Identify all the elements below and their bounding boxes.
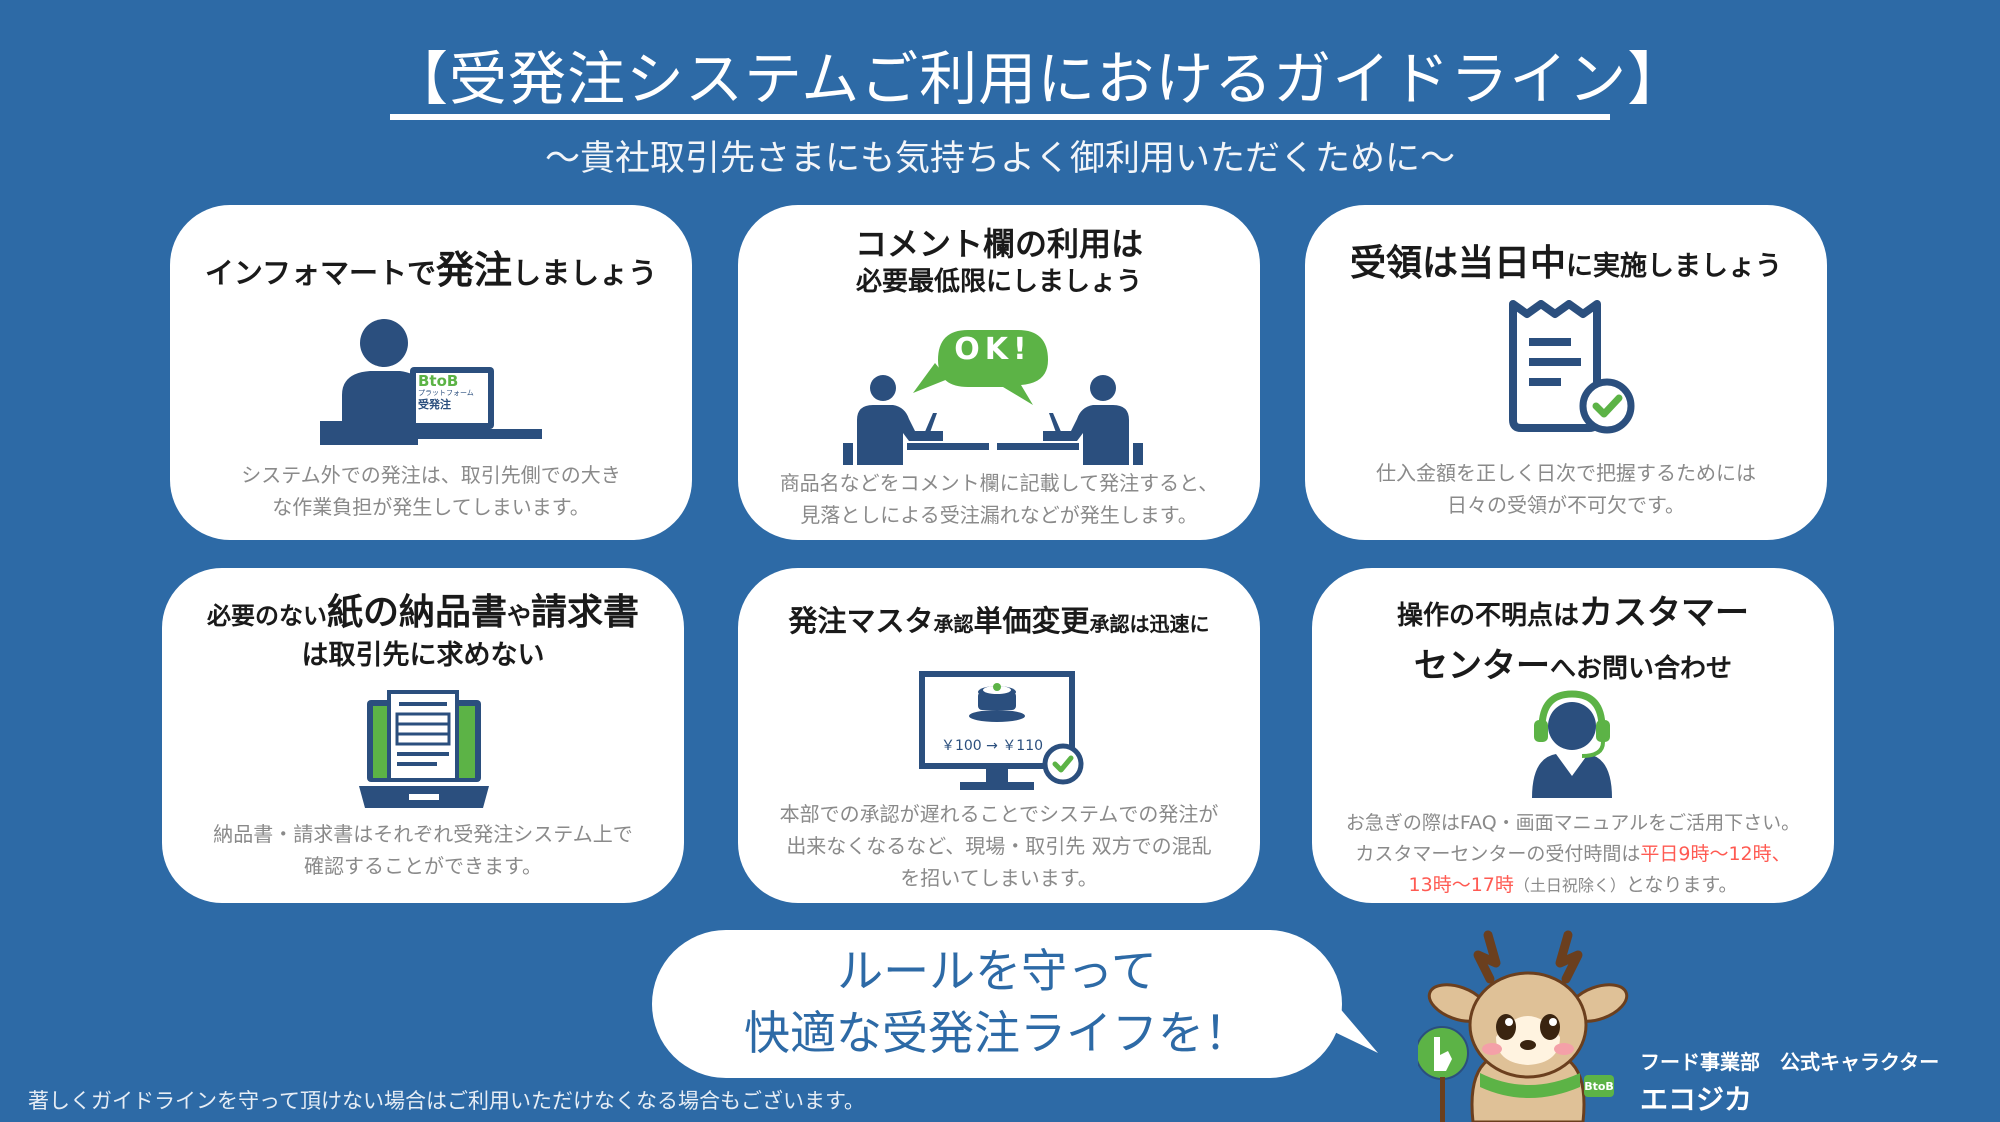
- heading-part: 操作の不明点は: [1396, 601, 1579, 631]
- description-line: 見落としによる受注漏れなどが発生します。: [800, 503, 1198, 527]
- mascot-caption: フード事業部 公式キャラクター: [1640, 1050, 1940, 1074]
- description-line: 仕入金額を正しく日次で把握するためには: [1376, 461, 1756, 485]
- hours-highlight: 平日9時～12時、: [1640, 843, 1791, 865]
- description-line: お急ぎの際はFAQ・画面マニュアルをご活用下さい。: [1345, 812, 1801, 834]
- description-line: システム外での発注は、取引先側での大き: [241, 463, 621, 487]
- receipt-check-icon: [1509, 300, 1635, 434]
- heading-emphasis: 発注: [436, 248, 513, 292]
- description-line: 本部での承認が遅れることでシステムでの発注が: [779, 802, 1219, 826]
- laptop-screen-text: BtoB プラットフォーム 受発注: [418, 373, 488, 411]
- heading-part: や: [507, 602, 531, 630]
- description-text: カスタマーセンターの受付時間は: [1355, 843, 1641, 865]
- heading-emphasis: 紙の納品書: [326, 592, 507, 633]
- guideline-card-receive-same-day: 受領は当日中に実施しましょう 仕入金額を正しく日次で把握するためには 日々の受領…: [1305, 205, 1827, 540]
- heading-emphasis: カスタマー: [1579, 593, 1749, 633]
- heading-line: コメント欄の利用は: [854, 225, 1143, 263]
- heading-emphasis: センター: [1413, 646, 1550, 686]
- heading-part: インフォマートで: [204, 256, 437, 290]
- card-description: 仕入金額を正しく日次で把握するためには 日々の受領が不可欠です。: [1315, 457, 1817, 521]
- heading-line: は取引先に求めない: [301, 640, 545, 671]
- monitor-price-icon: [919, 671, 1084, 790]
- description-line: 日々の受領が不可欠です。: [1447, 493, 1685, 517]
- heading-emphasis: 受領は当日中: [1349, 243, 1566, 284]
- heading-part: に実施しましょう: [1566, 251, 1782, 282]
- heading-line: 必要のない紙の納品書や請求書: [162, 590, 684, 639]
- description-text: となります。: [1625, 874, 1738, 896]
- card-heading: 受領は当日中に実施しましょう: [1305, 239, 1827, 292]
- guideline-card-approve-quickly: 発注マスタ承認単価変更承認は迅速に ￥100 → ￥110 本部での承認が遅れる…: [738, 568, 1260, 903]
- mascot-deer-icon: [1418, 930, 1629, 1122]
- card-description: 商品名などをコメント欄に記載して発注すると、 見落としによる受注漏れなどが発生し…: [748, 467, 1250, 531]
- headset-operator-icon: [1532, 690, 1612, 798]
- guideline-card-comment-field: コメント欄の利用は 必要最低限にしましょう OK! 商品名などをコメント欄に記載…: [738, 205, 1260, 540]
- title-underline: [390, 114, 1610, 120]
- heading-part: 承認: [933, 612, 974, 636]
- card-description: 本部での承認が遅れることでシステムでの発注が 出来なくなるなど、現場・取引先 双…: [748, 798, 1250, 894]
- description-line: な作業負担が発生してしまいます。: [272, 495, 590, 519]
- heading-part: 発注マスタ: [788, 604, 934, 638]
- heading-part: 必要のない: [206, 602, 327, 630]
- hours-highlight: 13時～17時: [1408, 874, 1514, 896]
- heading-part: しましょう: [512, 256, 658, 290]
- card-description: システム外での発注は、取引先側での大き な作業負担が発生してしまいます。: [180, 459, 682, 523]
- mascot-name: エコジカ: [1640, 1083, 1753, 1116]
- page-title: 【受発注システムご利用におけるガイドライン】: [390, 45, 1687, 113]
- btob-logo-text: BtoB: [418, 372, 459, 390]
- mascot-scarf-badge: BtoB: [1584, 1080, 1614, 1093]
- platform-text: プラットフォーム: [418, 389, 474, 397]
- card-heading: 操作の不明点はカスタマー センターへお問い合わせ: [1312, 588, 1834, 694]
- heading-part: 承認は迅速に: [1089, 612, 1210, 636]
- description-line: カスタマーセンターの受付時間は平日9時～12時、: [1322, 839, 1824, 870]
- description-line: 確認することができます。: [304, 854, 542, 878]
- guideline-card-customer-center: 操作の不明点はカスタマー センターへお問い合わせ お急ぎの際はFAQ・画面マニュ…: [1312, 568, 1834, 903]
- holiday-note: （土日祝除く）: [1513, 876, 1626, 895]
- ok-bubble-text: OK!: [954, 332, 1032, 367]
- heading-emphasis: 請求書: [531, 592, 640, 633]
- card-heading: 必要のない紙の納品書や請求書 は取引先に求めない: [162, 590, 684, 673]
- slogan-bubble: ルールを守って 快適な受発注ライフを！: [652, 930, 1342, 1078]
- card-heading: 発注マスタ承認単価変更承認は迅速に: [738, 598, 1260, 647]
- card-description: お急ぎの際はFAQ・画面マニュアルをご活用下さい。 カスタマーセンターの受付時間…: [1322, 808, 1824, 901]
- description-line: 13時～17時（土日祝除く）となります。: [1322, 870, 1824, 901]
- heading-emphasis: 単価変更: [973, 604, 1090, 638]
- heading-line: センターへお問い合わせ: [1312, 641, 1834, 694]
- guideline-card-order-on-infomart: インフォマートで発注しましょう BtoB プラットフォーム 受発注 システム外で…: [170, 205, 692, 540]
- description-line: 出来なくなるなど、現場・取引先 双方での混乱: [786, 834, 1212, 858]
- two-people-chat-icon: [843, 330, 1143, 465]
- heading-part: へお問い合わせ: [1549, 654, 1732, 684]
- bubble-tail: [1320, 985, 1378, 1053]
- page-subtitle: ～貴社取引先さまにも気持ちよく御利用いただくために～: [544, 139, 1455, 179]
- slogan-line: 快適な受発注ライフを！: [744, 1006, 1250, 1060]
- guideline-card-no-paper-documents: 必要のない紙の納品書や請求書 は取引先に求めない 納品書・請求書はそれぞれ受発注…: [162, 568, 684, 903]
- footnote: 著しくガイドラインを守って頂けない場合はご利用いただけなくなる場合もございます。: [28, 1089, 865, 1113]
- card-description: 納品書・請求書はそれぞれ受発注システム上で 確認することができます。: [172, 818, 674, 882]
- heading-line: 操作の不明点はカスタマー: [1312, 588, 1834, 641]
- price-change-text: ￥100 → ￥110: [940, 738, 1044, 754]
- card-heading: コメント欄の利用は 必要最低限にしましょう: [738, 225, 1260, 301]
- order-text: 受発注: [418, 398, 451, 411]
- laptop-document-icon: [359, 690, 489, 808]
- description-line: 商品名などをコメント欄に記載して発注すると、: [779, 471, 1219, 495]
- person-laptop-icon: [320, 319, 542, 445]
- description-line: を招いてしまいます。: [900, 866, 1098, 890]
- slogan-line: ルールを守って: [837, 944, 1157, 998]
- heading-line: 必要最低限にしましょう: [855, 267, 1142, 297]
- card-heading: インフォマートで発注しましょう: [170, 245, 692, 298]
- description-line: 納品書・請求書はそれぞれ受発注システム上で: [213, 822, 633, 846]
